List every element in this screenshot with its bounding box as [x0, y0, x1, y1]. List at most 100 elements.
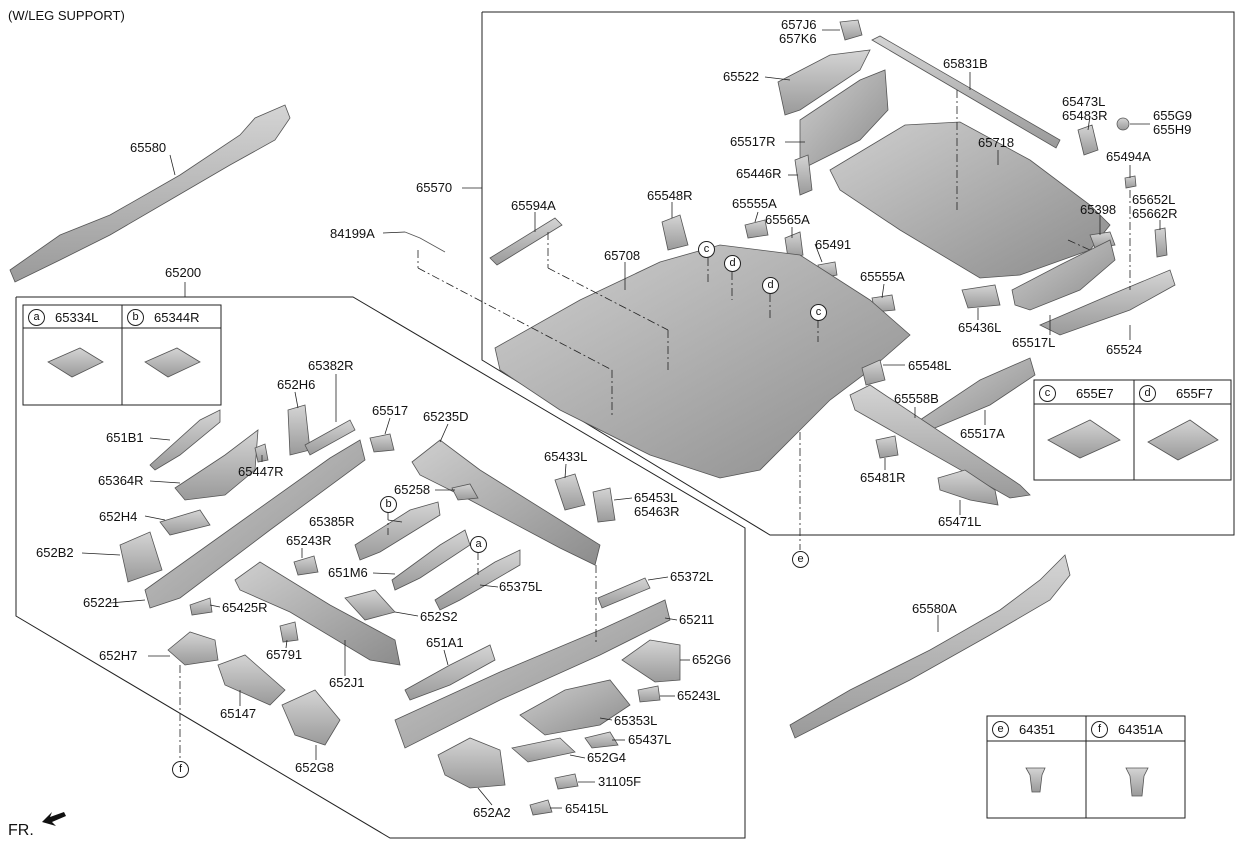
part-label-65594A: 65594A [511, 198, 556, 213]
part-label-65580A: 65580A [912, 601, 957, 616]
part-label-65221: 65221 [83, 595, 120, 610]
part-label-65382R: 65382R [308, 358, 354, 373]
part-label-65718: 65718 [978, 135, 1015, 150]
part-label-65662R: 65662R [1132, 206, 1178, 221]
dash-dot-lines [179, 90, 1131, 760]
part-label-65565A: 65565A [765, 212, 810, 227]
part-label-31105F: 31105F [598, 774, 642, 789]
front-arrow-icon [42, 812, 66, 826]
part-label-65481R: 65481R [860, 470, 906, 485]
inset-part-b: 65344R [154, 310, 200, 325]
part-label-652H6: 652H6 [277, 377, 316, 392]
part-label-655H9: 655H9 [1153, 122, 1192, 137]
part-label-652H7: 652H7 [99, 648, 138, 663]
part-label-65494A: 65494A [1106, 149, 1151, 164]
part-label-65436L: 65436L [958, 320, 1002, 335]
part-label-65437L: 65437L [628, 732, 672, 747]
inset-part-d: 655F7 [1176, 386, 1213, 401]
callout-c-1: c [698, 241, 715, 258]
part-label-65483R: 65483R [1062, 108, 1108, 123]
part-label-65235D: 65235D [423, 409, 469, 424]
inset-part-f: 64351A [1118, 722, 1163, 737]
part-label-65555A-1: 65555A [732, 196, 777, 211]
callout-b-inset: b [127, 309, 144, 326]
part-label-657K6: 657K6 [779, 31, 817, 46]
part-label-65548R: 65548R [647, 188, 693, 203]
callout-e-inset: e [992, 721, 1009, 738]
part-label-65353L: 65353L [614, 713, 658, 728]
inset-part-a: 65334L [55, 310, 99, 325]
part-label-65473L: 65473L [1062, 94, 1106, 109]
part-label-657J6: 657J6 [781, 17, 817, 32]
callout-d-inset: d [1139, 385, 1156, 402]
callout-a-1: a [470, 536, 487, 553]
part-label-65580: 65580 [130, 140, 167, 155]
part-label-65372L: 65372L [670, 569, 714, 584]
part-label-65398: 65398 [1080, 202, 1117, 217]
part-label-65570: 65570 [416, 180, 453, 195]
part-label-65243L: 65243L [677, 688, 721, 703]
part-label-65522: 65522 [723, 69, 760, 84]
part-label-652S2: 652S2 [420, 609, 458, 624]
part-label-65447R: 65447R [238, 464, 284, 479]
callout-d-1: d [724, 255, 741, 272]
part-label-65517A: 65517A [960, 426, 1005, 441]
part-label-65791: 65791 [266, 647, 303, 662]
part-label-652G4: 652G4 [587, 750, 627, 765]
callout-c-inset: c [1039, 385, 1056, 402]
callout-a-inset: a [28, 309, 45, 326]
part-label-65258: 65258 [394, 482, 431, 497]
callout-f-inset: f [1091, 721, 1108, 738]
part-label-65375L: 65375L [499, 579, 543, 594]
part-label-652H4: 652H4 [99, 509, 138, 524]
part-label-65243R: 65243R [286, 533, 332, 548]
callout-b-1: b [380, 496, 397, 513]
part-label-65558B: 65558B [894, 391, 939, 406]
part-label-65147: 65147 [220, 706, 257, 721]
part-label-65548L: 65548L [908, 358, 952, 373]
callout-c-2: c [810, 304, 827, 321]
part-label-65517R: 65517R [730, 134, 776, 149]
leader-lines [81, 29, 1161, 809]
part-label-65491: 65491 [815, 237, 852, 252]
part-label-65652L: 65652L [1132, 192, 1176, 207]
header-note: (W/LEG SUPPORT) [8, 8, 125, 23]
part-label-65200: 65200 [165, 265, 202, 280]
part-label-65385R: 65385R [309, 514, 355, 529]
callout-d-2: d [762, 277, 779, 294]
part-label-652J1: 652J1 [329, 675, 365, 690]
part-label-652G8: 652G8 [295, 760, 335, 775]
part-label-65211: 65211 [679, 612, 715, 627]
part-label-65463R: 65463R [634, 504, 680, 519]
part-label-65433L: 65433L [544, 449, 588, 464]
part-shapes [9, 19, 1219, 816]
part-label-655G9: 655G9 [1153, 108, 1193, 123]
part-label-65471L: 65471L [938, 514, 982, 529]
part-label-65425R: 65425R [222, 600, 268, 615]
center-floor-frame [15, 296, 746, 839]
part-label-84199A: 84199A [330, 226, 375, 241]
part-label-652G6: 652G6 [692, 652, 732, 667]
part-label-65415L: 65415L [565, 801, 609, 816]
direction-label: FR. [8, 822, 34, 839]
inset-part-c: 655E7 [1076, 386, 1114, 401]
inset-box-ef [986, 715, 1186, 819]
part-label-651M6: 651M6 [328, 565, 368, 580]
callout-e-1: e [792, 551, 809, 568]
part-label-65446R: 65446R [736, 166, 782, 181]
part-label-65524: 65524 [1106, 342, 1143, 357]
part-label-65831B: 65831B [943, 56, 988, 71]
part-label-65517: 65517 [372, 403, 409, 418]
rear-floor-frame [481, 11, 1235, 536]
part-label-65555A-2: 65555A [860, 269, 905, 284]
part-label-651A1: 651A1 [426, 635, 464, 650]
callout-f-1: f [172, 761, 189, 778]
inset-part-e: 64351 [1019, 722, 1056, 737]
part-label-65708: 65708 [604, 248, 641, 263]
part-label-652A2: 652A2 [473, 805, 511, 820]
part-label-652B2: 652B2 [36, 545, 74, 560]
part-label-65364R: 65364R [98, 473, 144, 488]
part-label-65517L: 65517L [1012, 335, 1056, 350]
part-label-651B1: 651B1 [106, 430, 144, 445]
